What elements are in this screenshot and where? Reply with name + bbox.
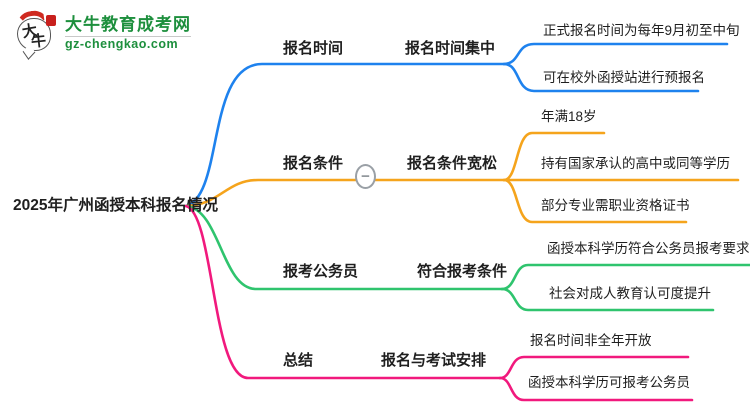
branch-time-label[interactable]: 报名时间 bbox=[283, 40, 344, 57]
branch-conditions-label[interactable]: 报名条件 bbox=[283, 155, 344, 172]
branch-summary-lines bbox=[184, 204, 694, 402]
minus-icon: − bbox=[361, 168, 370, 185]
branch-civil-servant-leaf-2[interactable]: 社会对成人教育认可度提升 bbox=[549, 286, 711, 301]
branch-summary-topic[interactable]: 报名与考试安排 bbox=[381, 352, 487, 369]
branch-time-leaf-2[interactable]: 可在校外函授站进行预报名 bbox=[543, 70, 705, 85]
logo-text: 大牛教育成考网 gz-chengkao.com bbox=[65, 14, 191, 52]
branch-time-topic[interactable]: 报名时间集中 bbox=[405, 40, 496, 57]
branch-civil-servant-topic[interactable]: 符合报考条件 bbox=[417, 263, 508, 280]
branch-conditions-topic[interactable]: 报名条件宽松 bbox=[407, 155, 498, 172]
collapse-button[interactable]: − bbox=[355, 164, 376, 189]
branch-time-leaf-1[interactable]: 正式报名时间为每年9月初至中旬 bbox=[543, 23, 740, 38]
logo-divider bbox=[65, 36, 191, 38]
branch-conditions-leaf-2[interactable]: 持有国家承认的高中或同等学历 bbox=[541, 156, 730, 171]
branch-conditions-lines bbox=[184, 131, 740, 224]
branch-summary-label[interactable]: 总结 bbox=[283, 352, 314, 369]
logo-domain: gz-chengkao.com bbox=[65, 37, 179, 52]
branch-conditions-leaf-3[interactable]: 部分专业需职业资格证书 bbox=[541, 198, 690, 213]
branch-civil-servant-leaf-1[interactable]: 函授本科学历符合公务员报考要求 bbox=[547, 241, 750, 256]
logo-char-niu: 牛 bbox=[30, 32, 47, 51]
root-topic[interactable]: 2025年广州函授本科报名情况 bbox=[13, 197, 218, 214]
branch-time-lines bbox=[184, 42, 729, 208]
branch-conditions-leaf-1[interactable]: 年满18岁 bbox=[541, 109, 597, 124]
branch-civil-servant-label[interactable]: 报考公务员 bbox=[283, 263, 359, 280]
logo-bubble-icon: 大 牛 bbox=[15, 8, 58, 60]
branch-summary-leaf-2[interactable]: 函授本科学历可报考公务员 bbox=[528, 375, 690, 390]
logo-title: 大牛教育成考网 bbox=[65, 14, 191, 34]
logo-bubble bbox=[17, 18, 51, 51]
branch-summary-leaf-1[interactable]: 报名时间非全年开放 bbox=[530, 333, 652, 348]
branch-civil-servant-lines bbox=[184, 204, 750, 312]
logo-seal-icon bbox=[46, 15, 56, 26]
logo[interactable]: 大 牛 大牛教育成考网 gz-chengkao.com bbox=[15, 8, 191, 60]
